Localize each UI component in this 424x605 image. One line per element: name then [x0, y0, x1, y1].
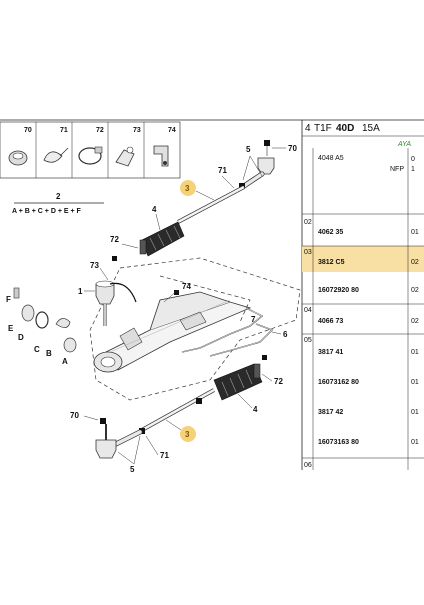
clip-icon — [115, 146, 135, 167]
callout-70-top: 70 — [288, 144, 297, 153]
hydraulic-pipes — [181, 307, 274, 357]
bottom-ball-joint — [95, 418, 145, 459]
group-03-ref-1: 3812 C5 — [318, 259, 345, 266]
group-04-qty: 02 — [411, 318, 419, 325]
callout-5-top: 5 — [246, 145, 251, 154]
callout-70-bottom: 70 — [70, 411, 79, 420]
header-model-c: 15A — [362, 123, 380, 134]
header-prefix: 4 — [305, 123, 311, 134]
callout-72-bottom: 72 — [274, 377, 283, 386]
group-05-qty-3: 01 — [411, 409, 419, 416]
label-B: B — [46, 349, 52, 358]
callout-3-bottom-badge: 3 — [180, 426, 196, 442]
nut-icon — [8, 150, 28, 166]
label-E: E — [8, 324, 14, 333]
svg-text:3: 3 — [185, 430, 190, 439]
steering-rack — [93, 291, 252, 373]
highlight-row — [302, 246, 424, 272]
group-05-qty-4: 01 — [411, 439, 419, 446]
header-tag: AYA — [397, 141, 411, 148]
group-05-ref-4: 16073163 80 — [318, 439, 359, 446]
icon-74-label: 74 — [168, 127, 176, 134]
top-boot — [139, 221, 185, 257]
top-ball-joint — [239, 140, 275, 189]
rack-housing-outline — [89, 257, 301, 401]
group-05-ref-2: 16073162 80 — [318, 379, 359, 386]
reference-table: 4048 A5 NFP 0 1 02 4062 35 01 03 3812 C5… — [302, 148, 424, 470]
pinion-assembly — [95, 280, 115, 326]
bottom-tie-rod — [141, 388, 215, 432]
group-04-idx: 04 — [304, 307, 312, 314]
callout-74: 74 — [182, 282, 191, 291]
svg-text:0: 0 — [411, 156, 415, 163]
group-05-qty-2: 01 — [411, 379, 419, 386]
label-A: A — [62, 357, 68, 366]
group-02-qty: 01 — [411, 229, 419, 236]
group-02-idx: 02 — [304, 219, 312, 226]
svg-text:3: 3 — [185, 184, 190, 193]
clamp-icon — [78, 146, 103, 165]
callout-72-top: 72 — [110, 235, 119, 244]
kit-number: 2 — [56, 192, 61, 201]
callout-5-bottom: 5 — [130, 465, 135, 474]
group-06-idx: 06 — [304, 462, 312, 469]
callout-3-top-badge: 3 — [180, 180, 196, 196]
callout-7: 7 — [251, 315, 256, 324]
callout-4-top: 4 — [152, 205, 157, 214]
bracket-icon — [153, 145, 169, 167]
small-parts-kit — [13, 287, 77, 353]
icon-70-label: 70 — [24, 127, 32, 134]
header-model-b: 40D — [336, 123, 354, 134]
header-model-a: T1F — [314, 123, 332, 134]
group-05-ref-3: 3817 42 — [318, 409, 343, 416]
callout-71-bottom: 71 — [160, 451, 169, 460]
icon-71-label: 71 — [60, 127, 68, 134]
group-03-ref-2: 16072920 80 — [318, 287, 359, 294]
callout-73: 73 — [90, 261, 99, 270]
group-05-qty-1: 01 — [411, 349, 419, 356]
cotter-pin-icon — [43, 147, 69, 163]
label-F: F — [6, 295, 11, 304]
callout-4-bottom: 4 — [253, 405, 258, 414]
callout-71-top: 71 — [218, 166, 227, 175]
icon-72-label: 72 — [96, 127, 104, 134]
group-05-idx: 05 — [304, 337, 312, 344]
group-05-ref-1: 3817 41 — [318, 349, 343, 356]
group-03-idx: 03 — [304, 249, 312, 256]
callout-6: 6 — [283, 330, 288, 339]
top-tie-rod — [177, 185, 245, 224]
label-C: C — [34, 345, 40, 354]
group-02-ref: 4062 35 — [318, 229, 343, 236]
bottom-boot — [213, 363, 263, 401]
table-top-note: NFP — [390, 166, 404, 173]
group-03-qty-2: 02 — [411, 287, 419, 294]
callout-1: 1 — [78, 287, 83, 296]
svg-text:1: 1 — [411, 166, 415, 173]
group-03-qty-1: 02 — [411, 259, 419, 266]
label-D: D — [18, 333, 24, 342]
icon-row: 70 71 72 73 74 — [0, 121, 181, 179]
group-04-ref: 4066 73 — [318, 318, 343, 325]
kit-formula: A + B + C + D + E + F — [12, 208, 82, 215]
icon-73-label: 73 — [133, 127, 141, 134]
table-top-ref: 4048 A5 — [318, 155, 344, 162]
